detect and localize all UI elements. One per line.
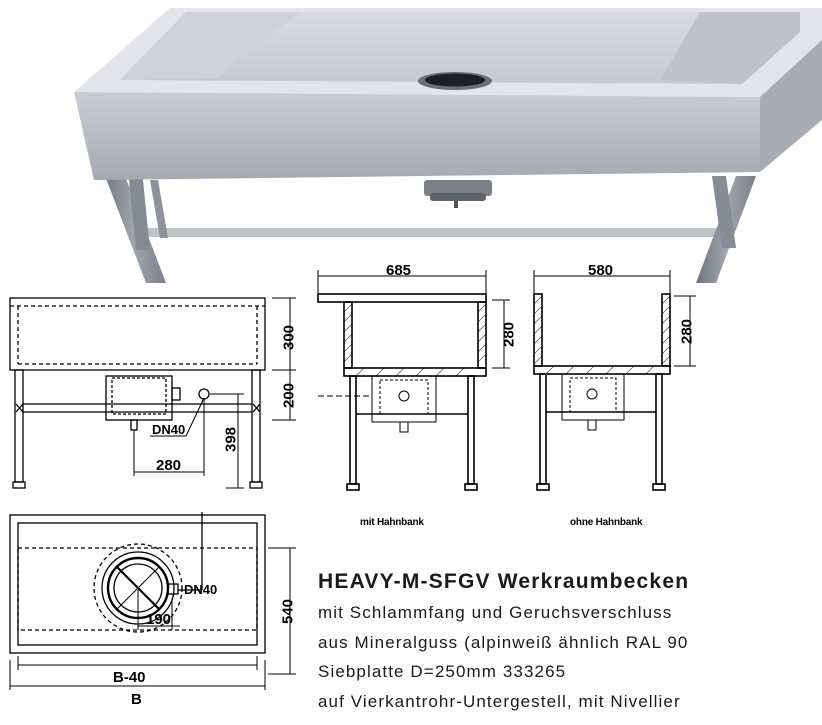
top-view-drawing: [9, 512, 296, 690]
product-title: HEAVY-M-SFGV Werkraumbecken: [318, 570, 690, 593]
dim-drain-label: DN40: [152, 422, 186, 437]
dim-depth-540: 540: [279, 598, 297, 625]
dim-height-280-b: 280: [678, 318, 696, 345]
dim-height-280-a: 280: [500, 321, 518, 348]
dim-height-398: 398: [222, 426, 240, 453]
top-dim-drain-offset: 190: [146, 611, 172, 628]
dim-width-580: 580: [588, 262, 614, 279]
dim-width-685: 685: [386, 262, 412, 279]
product-line-2: aus Mineralguss (alpinweiß ähnlich RAL 9…: [318, 633, 689, 652]
section-with-tap-bench-drawing: [317, 270, 510, 491]
dim-total-width: B: [131, 691, 142, 708]
section-without-tap-bench-drawing: [533, 270, 696, 491]
dim-height-300: 300: [280, 324, 298, 351]
caption-without-tap-bench: ohne Hahnbank: [570, 517, 643, 528]
product-line-1: mit Schlammfang und Geruchsverschluss: [318, 603, 673, 622]
product-line-3: Siebplatte D=250mm 333265: [318, 662, 567, 681]
side-view-drawing: [9, 297, 296, 489]
top-dim-drain-label: DN40: [184, 582, 218, 597]
sink-basin-photo: [74, 8, 822, 283]
caption-with-tap-bench: mit Hahnbank: [360, 517, 424, 528]
dim-height-200: 200: [280, 382, 298, 409]
dim-drain-offset: 280: [156, 457, 182, 474]
product-line-4: auf Vierkantrohr-Untergestell, mit Nivel…: [318, 692, 681, 711]
dim-inner-width: B-40: [113, 669, 146, 686]
